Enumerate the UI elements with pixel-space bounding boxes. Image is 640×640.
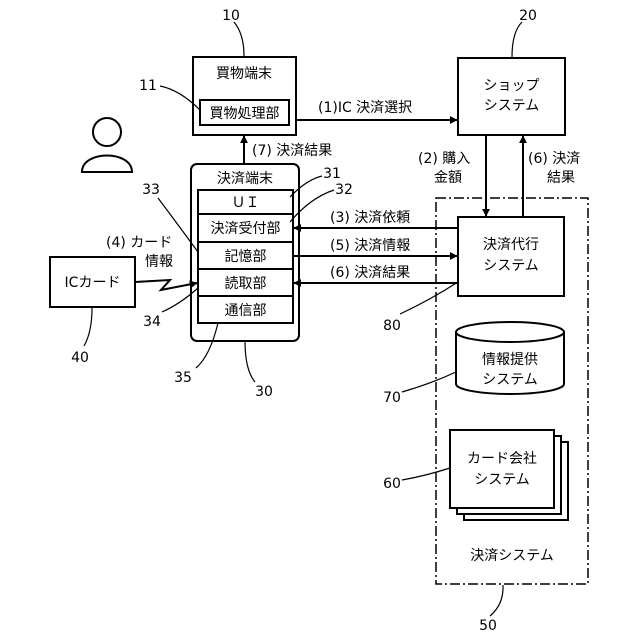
communication-label: 通信部 — [225, 303, 267, 319]
ref-70-leader — [402, 372, 456, 392]
ic-card-label: ICカード — [65, 275, 121, 291]
card-company-label-line1: カード会社 — [467, 451, 537, 467]
flow-2-label-line2: 金額 — [434, 170, 462, 186]
flow-2-label-line1: (2) 購入 — [418, 151, 470, 167]
ref-34: 34 — [143, 314, 161, 330]
ref-20: 20 — [519, 8, 537, 24]
payment-system-label: 決済システム — [470, 548, 554, 564]
shop-system-box — [458, 58, 565, 135]
shop-system-label-line2: システム — [484, 98, 540, 114]
flow-3-label: (3) 決済依頼 — [330, 210, 410, 226]
flow-6-shop-label-line2: 結果 — [547, 170, 575, 186]
ref-40: 40 — [71, 350, 89, 366]
ref-30: 30 — [255, 384, 273, 400]
ref-40-leader — [84, 308, 92, 346]
flow-1-label: (1)IC 決済選択 — [318, 100, 412, 116]
ref-30-leader — [245, 341, 255, 382]
ref-32: 32 — [335, 182, 353, 198]
card-company-box — [450, 430, 554, 508]
card-company-label-line2: システム — [474, 472, 530, 488]
flow-6-shop-label-line1: (6) 決済 — [528, 151, 580, 167]
payment-agency-box — [458, 217, 564, 296]
ref-60-leader — [402, 468, 450, 480]
shop-system-label-line1: ショップ — [484, 78, 540, 94]
ref-33: 33 — [142, 182, 160, 198]
payment-terminal-label: 決済端末 — [217, 171, 273, 187]
ref-80: 80 — [383, 318, 401, 334]
shopping-terminal-label: 買物端末 — [216, 66, 272, 82]
flow-4-label-line1: (4) カード — [106, 235, 172, 251]
shopping-processor-label: 買物処理部 — [210, 106, 280, 122]
flow-7-label: (7) 決済結果 — [252, 143, 332, 159]
ref-31: 31 — [323, 166, 341, 182]
flow-5-label: (5) 決済情報 — [330, 238, 410, 254]
ref-10: 10 — [222, 8, 240, 24]
info-provider-label-line2: システム — [482, 372, 538, 388]
ref-60: 60 — [383, 476, 401, 492]
ui-label: ＵＩ — [232, 195, 260, 211]
ref-70: 70 — [383, 390, 401, 406]
wireless-link-icon — [135, 280, 197, 290]
flow-6-terminal-label: (6) 決済結果 — [330, 265, 410, 281]
ref-10-leader — [234, 22, 244, 56]
info-provider-label-line1: 情報提供 — [482, 352, 538, 368]
reader-label: 読取部 — [225, 275, 267, 292]
ref-20-leader — [512, 22, 522, 57]
ref-11: 11 — [139, 78, 157, 94]
ref-80-leader — [400, 282, 458, 314]
ref-35: 35 — [174, 370, 192, 386]
ref-50-leader — [490, 585, 503, 616]
storage-label: 記憶部 — [225, 248, 267, 265]
flow-4-label-line2: 情報 — [145, 254, 173, 270]
ref-50: 50 — [479, 618, 497, 634]
user-icon — [82, 118, 132, 172]
payment-acceptor-label: 決済受付部 — [211, 221, 281, 237]
payment-agency-label-line1: 決済代行 — [483, 237, 539, 253]
payment-agency-label-line2: システム — [483, 258, 539, 274]
